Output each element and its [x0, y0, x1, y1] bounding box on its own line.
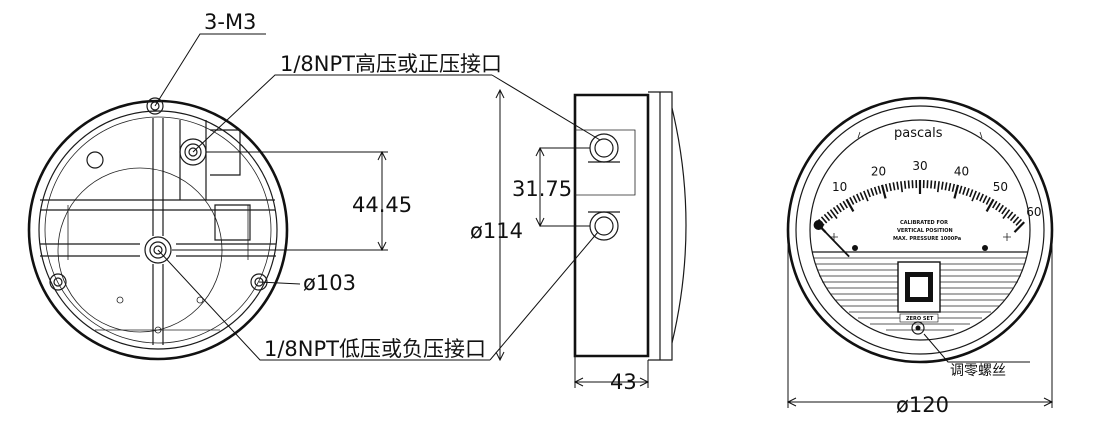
dial-info-line-2: VERTICAL POSITION [897, 228, 953, 234]
dial-number: 50 [993, 180, 1008, 194]
dial-number: 30 [912, 159, 927, 173]
hole-spacing-dim: 44.45 [352, 193, 412, 217]
dial-tick [985, 198, 995, 212]
low-port-label: 1/8NPT低压或负压接口 [264, 337, 486, 361]
port-spacing-dim: 31.75 [512, 177, 572, 201]
dial-tick [892, 182, 896, 191]
dial-tick [870, 187, 875, 197]
dial-tick [948, 182, 952, 192]
dial-tick [852, 195, 858, 204]
dial-tick [985, 197, 991, 205]
dial-tick [820, 216, 828, 224]
bolt-circle-dim: ø103 [303, 271, 356, 295]
front-view [786, 96, 1054, 364]
high-port-label: 1/8NPT高压或正压接口 [280, 52, 502, 76]
side-view [573, 91, 687, 361]
dial-tick [856, 193, 861, 202]
dial-tick [863, 190, 869, 202]
dial-number: 60 [1026, 205, 1041, 219]
dial-tick [1001, 206, 1008, 215]
depth-dim: 43 [610, 370, 637, 394]
dial-tick [836, 204, 842, 213]
dial-tick [992, 200, 998, 209]
dial-tick [907, 180, 910, 189]
dial-tick [880, 184, 887, 199]
dial-tick [877, 185, 882, 194]
dial-tick [1015, 218, 1022, 226]
zero-screw-label: 调零螺丝 [950, 363, 1006, 379]
dial-number: 40 [954, 164, 969, 178]
dial-tick [832, 206, 839, 215]
dial-pointer [817, 224, 850, 258]
dial-tick [965, 187, 970, 197]
dial-tick [975, 192, 981, 201]
zero-set-label: ZERO SET [906, 316, 934, 322]
dial-tick [823, 213, 831, 222]
side-view-dimensions [489, 74, 650, 388]
dial-info-line-1: CALIBRATED FOR [900, 220, 948, 226]
back-view-dimensions [154, 33, 492, 361]
dial-number: 10 [832, 180, 847, 194]
dial-tick [982, 195, 988, 204]
dial-info-line-3: MAX. PRESSURE 1000Pa [893, 236, 961, 242]
dial-tick [888, 182, 892, 192]
dial-tick [845, 198, 855, 212]
dial-tick [900, 181, 904, 193]
dial-tick [953, 184, 960, 199]
dial-tick [884, 183, 889, 192]
dial-tick [962, 186, 967, 195]
front-view-dimensions [786, 238, 1054, 408]
dial-tick [859, 192, 865, 201]
dial-tick [979, 193, 984, 202]
dial-tick [873, 186, 878, 195]
screws-label: 3-M3 [204, 10, 256, 34]
dial-number: 20 [871, 164, 886, 178]
dial-tick [849, 197, 855, 205]
dial-tick [839, 202, 845, 211]
dial-tick [969, 189, 974, 198]
dial-tick [930, 180, 933, 189]
dial-tick [826, 211, 833, 219]
dial-tick [1012, 216, 1020, 224]
dial-tick [896, 181, 900, 190]
dial-tick [940, 181, 944, 190]
face-diameter-dim: ø120 [896, 393, 949, 417]
dial-tick [933, 180, 937, 189]
dial-tick [944, 182, 948, 191]
dial-tick [1007, 211, 1014, 219]
dial-tick [829, 209, 838, 219]
dial-tick [866, 189, 871, 198]
dial-numbers: 10 20 30 40 50 60 [832, 159, 1042, 219]
dial-tick [1013, 221, 1025, 233]
dial-tick [951, 183, 956, 192]
side-diameter-dim: ø114 [470, 219, 523, 243]
back-view [27, 97, 289, 361]
dial-tick [995, 202, 1001, 211]
dial-tick [903, 180, 907, 189]
dial-tick [842, 200, 848, 209]
dial-tick [958, 185, 963, 194]
dial-tick [1009, 213, 1017, 222]
dial-tick [936, 181, 940, 193]
dial-tick [998, 204, 1004, 213]
dial-tick [971, 190, 977, 202]
dial-pointer-tip [813, 219, 824, 230]
dial-unit-label: pascals [894, 126, 943, 141]
dial-tick [1002, 209, 1011, 219]
